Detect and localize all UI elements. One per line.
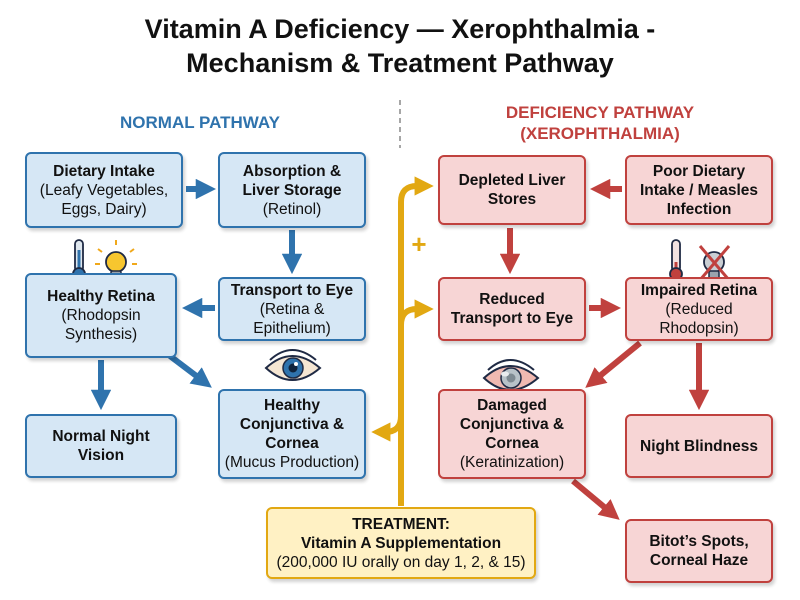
plus-sign: +	[411, 229, 426, 259]
dietary-intake-detail: (Leafy Vegetables, Eggs, Dairy)	[39, 181, 169, 218]
bitots-spots-title: Bitot’s Spots, Corneal Haze	[649, 533, 749, 569]
damaged-conjunctiva-detail: (Keratinization)	[459, 454, 565, 471]
normal-pathway-heading: NORMAL PATHWAY	[80, 112, 320, 133]
treatment-subtitle: Vitamin A Supplementation	[300, 534, 502, 552]
healthy-retina-detail: (Rhodopsin Synthesis)	[61, 307, 141, 343]
dietary-intake-box: Dietary Intake (Leafy Vegetables, Eggs, …	[25, 152, 183, 228]
healthy-conjunctiva-detail: (Mucus Production)	[224, 454, 360, 471]
poor-dietary-box: Poor Dietary Intake / Measles Infection	[625, 155, 773, 225]
reduced-transport-box: Reduced Transport to Eye	[438, 277, 586, 341]
deficiency-heading-line-1: DEFICIENCY PATHWAY	[505, 103, 695, 122]
depleted-liver-box: Depleted Liver Stores	[438, 155, 586, 225]
damaged-conjunctiva-box: Damaged Conjunctiva & Cornea (Keratiniza…	[438, 389, 586, 479]
bitots-spots-box: Bitot’s Spots, Corneal Haze	[625, 519, 773, 583]
treatment-trunk	[398, 176, 434, 506]
night-blindness-box: Night Blindness	[625, 414, 773, 478]
transport-to-eye-box: Transport to Eye (Retina & Epithelium)	[218, 277, 366, 341]
arrow-retina-to-conjunctiva	[168, 353, 212, 388]
arrow-impaired-to-damaged	[585, 340, 642, 388]
thermometer-low-icon	[669, 239, 683, 281]
normal-night-vision-box: Normal Night Vision	[25, 414, 177, 478]
absorption-box: Absorption & Liver Storage (Retinol)	[218, 152, 366, 228]
diagram-title: Vitamin A Deficiency — Xerophthalmia - M…	[0, 12, 800, 80]
healthy-conjunctiva-box: Healthy Conjunctiva & Cornea (Mucus Prod…	[218, 389, 366, 479]
depleted-liver-title: Depleted Liver Stores	[458, 172, 566, 208]
normal-night-vision-title: Normal Night Vision	[52, 428, 150, 464]
deficiency-heading-line-2: (XEROPHTHALMIA)	[520, 124, 680, 143]
absorption-detail: (Retinol)	[262, 200, 322, 218]
healthy-retina-box: Healthy Retina (Rhodopsin Synthesis)	[25, 273, 177, 358]
night-blindness-title: Night Blindness	[640, 437, 758, 455]
title-line-2: Mechanism & Treatment Pathway	[186, 48, 614, 78]
impaired-retina-detail: (Reduced Rhodopsin)	[659, 300, 739, 337]
eye-icon	[264, 349, 322, 381]
normal-pathway-heading-text: NORMAL PATHWAY	[120, 113, 280, 132]
treatment-detail: (200,000 IU orally on day 1, 2, & 15)	[276, 553, 526, 571]
healthy-conjunctiva-title: Healthy Conjunctiva & Cornea	[239, 397, 345, 452]
damaged-conjunctiva-title: Damaged Conjunctiva & Cornea	[459, 397, 565, 452]
transport-title: Transport to Eye	[230, 281, 354, 299]
arrow-damaged-to-bitots	[571, 478, 620, 520]
treatment-title: TREATMENT:	[352, 515, 450, 533]
dietary-intake-title: Dietary Intake	[53, 162, 155, 180]
reduced-transport-title: Reduced Transport to Eye	[450, 291, 574, 327]
treatment-branch-conjunctiva	[371, 415, 404, 442]
healthy-retina-title: Healthy Retina	[47, 288, 155, 305]
transport-detail: (Retina & Epithelium)	[253, 300, 331, 337]
treatment-branch-transport	[398, 299, 434, 326]
poor-dietary-title: Poor Dietary Intake / Measles Infection	[639, 162, 759, 218]
title-line-1: Vitamin A Deficiency — Xerophthalmia -	[144, 14, 656, 44]
damaged-eye-icon	[482, 359, 540, 391]
impaired-retina-title: Impaired Retina	[640, 281, 758, 299]
treatment-box: TREATMENT: Vitamin A Supplementation (20…	[266, 507, 536, 579]
deficiency-pathway-heading: DEFICIENCY PATHWAY (XEROPHTHALMIA)	[470, 102, 730, 144]
absorption-title: Absorption & Liver Storage	[242, 162, 342, 199]
impaired-retina-box: Impaired Retina (Reduced Rhodopsin)	[625, 277, 773, 341]
crossed-lightbulb-icon	[698, 245, 731, 281]
